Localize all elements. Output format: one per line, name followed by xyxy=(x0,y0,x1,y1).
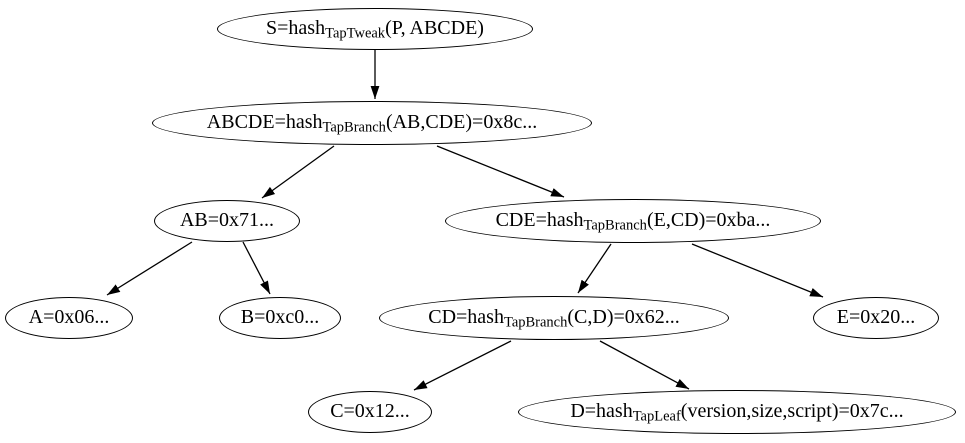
node-CD-label: CD=hashTapBranch(C,D)=0x62... xyxy=(428,306,680,331)
edge-CDE-CD xyxy=(577,243,612,294)
edge-CDE-E xyxy=(691,243,824,298)
node-CDE: CDE=hashTapBranch(E,CD)=0xba... xyxy=(445,199,821,243)
edge-AB-A xyxy=(106,241,193,296)
edge-CD-C xyxy=(413,340,512,391)
node-AB: AB=0x71... xyxy=(154,200,300,242)
node-CDE-label: CDE=hashTapBranch(E,CD)=0xba... xyxy=(495,209,771,234)
edge-ABCDE-AB xyxy=(261,145,335,199)
node-A-label: A=0x06... xyxy=(28,306,110,328)
node-S: S=hashTapTweak(P, ABCDE) xyxy=(217,8,533,50)
edge-ABCDE-CDE xyxy=(436,145,565,198)
node-S-label: S=hashTapTweak(P, ABCDE) xyxy=(266,17,484,42)
node-C-label: C=0x12... xyxy=(330,400,410,422)
node-B-label: B=0xc0... xyxy=(240,306,320,328)
node-D-label: D=hashTapLeaf(version,size,script)=0x7c.… xyxy=(570,400,904,425)
edge-CD-D xyxy=(599,340,690,390)
node-ABCDE: ABCDE=hashTapBranch(AB,CDE)=0x8c... xyxy=(152,101,592,145)
edge-AB-B xyxy=(242,241,271,295)
node-C: C=0x12... xyxy=(308,391,432,433)
node-CD: CD=hashTapBranch(C,D)=0x62... xyxy=(379,296,729,340)
node-B: B=0xc0... xyxy=(219,297,341,339)
node-E: E=0x20... xyxy=(813,297,939,339)
node-E-label: E=0x20... xyxy=(836,306,916,328)
node-AB-label: AB=0x71... xyxy=(179,209,275,231)
node-D: D=hashTapLeaf(version,size,script)=0x7c.… xyxy=(518,390,956,434)
node-ABCDE-label: ABCDE=hashTapBranch(AB,CDE)=0x8c... xyxy=(206,111,538,136)
node-A: A=0x06... xyxy=(5,297,133,339)
